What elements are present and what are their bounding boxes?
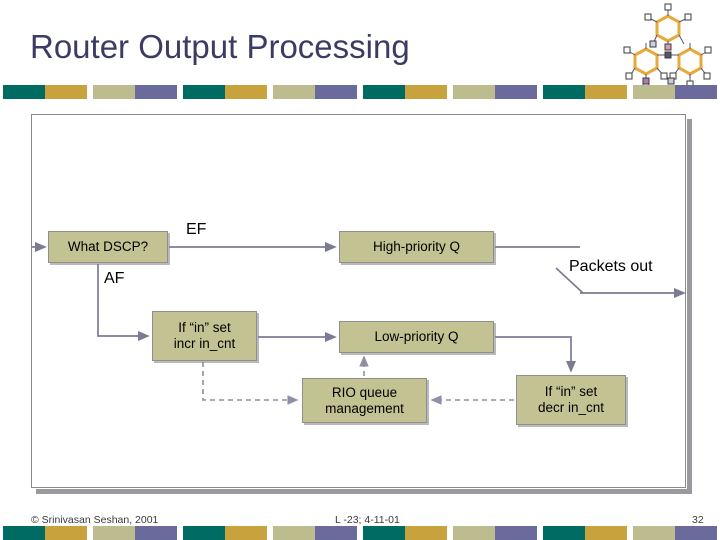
color-strip-segment-teal xyxy=(363,526,405,540)
node-label-line: If “in” set xyxy=(178,320,231,335)
node-label-line: High-priority Q xyxy=(372,239,461,254)
node-label-line: management xyxy=(325,400,404,416)
color-strip-segment-purple xyxy=(675,85,717,99)
color-strip-segment-gold xyxy=(225,85,267,99)
color-strip-segment-teal xyxy=(363,85,405,99)
footer-copyright: © Srinivasan Seshan, 2001 xyxy=(31,514,159,526)
color-strip-segment-purple xyxy=(495,526,537,540)
color-strip-segment-teal xyxy=(183,526,225,540)
node-label-line: RIO queue xyxy=(331,384,398,400)
color-strip-segment-purple xyxy=(135,85,177,99)
color-strip-segment-gold xyxy=(585,85,627,99)
color-strip-segment-gold xyxy=(585,526,627,540)
color-strip-segment-purple xyxy=(315,526,357,540)
color-strip-segment-gold xyxy=(405,85,447,99)
flowchart-node-high-priority: High-priority Q xyxy=(339,231,494,263)
color-strip-segment-sage xyxy=(273,85,315,99)
color-strip-segment-sage xyxy=(453,85,495,99)
node-label-line: incr in_cnt xyxy=(173,336,236,351)
node-label: What DSCP? xyxy=(68,239,148,255)
decorative-color-strip-bottom xyxy=(0,526,720,540)
color-strip-segment-gold xyxy=(45,526,87,540)
color-strip-segment-purple xyxy=(315,85,357,99)
node-label: Low-priority Q xyxy=(374,329,458,345)
color-strip-segment-purple xyxy=(135,526,177,540)
color-strip-segment-teal xyxy=(3,85,45,99)
color-strip-segment-sage xyxy=(633,85,675,99)
edge-label-af: AF xyxy=(104,270,125,287)
decorative-color-strip-top xyxy=(0,85,720,99)
node-label-line: Low-priority Q xyxy=(374,329,459,344)
color-strip-segment-sage xyxy=(273,526,315,540)
footer-lecture-label: L -23; 4-11-01 xyxy=(335,514,400,526)
node-label-line: What DSCP? xyxy=(67,239,149,254)
node-label-line: If “in” set xyxy=(544,384,598,399)
color-strip-segment-teal xyxy=(3,526,45,540)
color-strip-segment-sage xyxy=(93,85,135,99)
content-frame xyxy=(31,114,686,488)
edge-label-packets-out: Packets out xyxy=(569,258,653,275)
color-strip-segment-teal xyxy=(543,85,585,99)
frame-shadow-right xyxy=(687,119,692,493)
edge-label-ef: EF xyxy=(186,221,207,238)
color-strip-segment-sage xyxy=(93,526,135,540)
color-strip-segment-gold xyxy=(225,526,267,540)
color-strip-segment-teal xyxy=(543,526,585,540)
flowchart-node-low-priority: Low-priority Q xyxy=(339,321,494,353)
color-strip-segment-purple xyxy=(675,526,717,540)
node-label-line: decr in_cnt xyxy=(537,400,605,415)
color-strip-segment-gold xyxy=(405,526,447,540)
color-strip-segment-teal xyxy=(183,85,225,99)
node-label: High-priority Q xyxy=(373,239,460,255)
color-strip-segment-sage xyxy=(453,526,495,540)
color-strip-segment-purple xyxy=(495,85,537,99)
flowchart-node-what-dscp: What DSCP? xyxy=(48,231,168,263)
frame-shadow-bottom xyxy=(36,489,692,494)
footer-page-number: 32 xyxy=(692,514,704,526)
network-rings-icon xyxy=(622,2,714,88)
page-title: Router Output Processing xyxy=(30,28,410,65)
color-strip-segment-sage xyxy=(633,526,675,540)
color-strip-segment-gold xyxy=(45,85,87,99)
